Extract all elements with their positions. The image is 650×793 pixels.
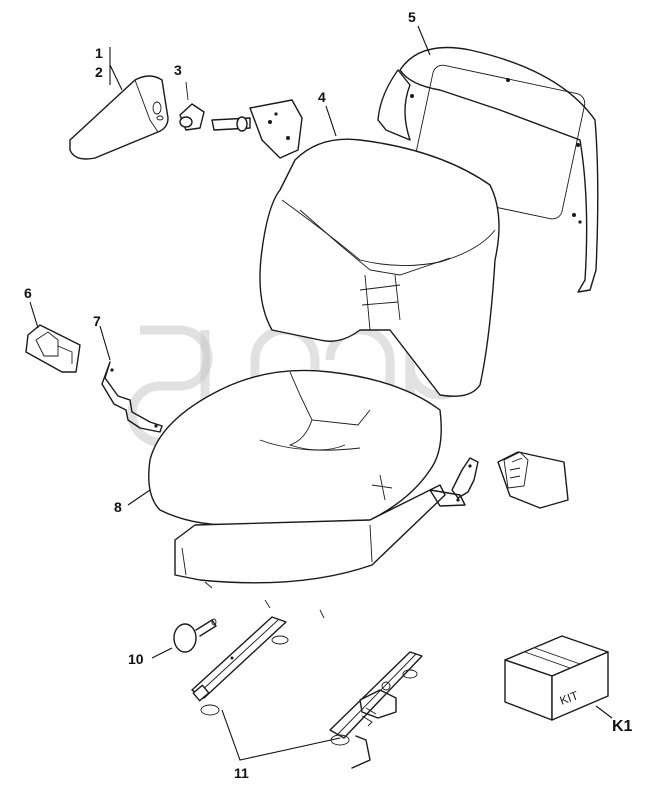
leader-6 (29, 301, 39, 329)
adjuster-knob-part[interactable] (173, 618, 217, 653)
leader-11 (221, 709, 341, 761)
callout-8: 8 (114, 499, 122, 515)
kit-box-part[interactable]: KIT (504, 635, 609, 721)
slide-rail-right-part[interactable] (329, 651, 423, 769)
callout-6: 6 (24, 285, 32, 301)
leader-7 (99, 325, 111, 361)
callout-1: 1 (95, 45, 103, 61)
seat-cushion-part[interactable] (148, 369, 442, 526)
leader-5 (417, 25, 431, 56)
seat-base-part[interactable] (174, 484, 466, 619)
kit-box-label: KIT (558, 688, 581, 708)
leader-1-2 (109, 47, 123, 91)
callout-k1: K1 (612, 718, 633, 735)
callout-3: 3 (174, 62, 182, 78)
callout-11: 11 (234, 765, 249, 781)
leader-8 (127, 489, 151, 506)
seatbelt-buckle-left-part[interactable] (25, 324, 81, 373)
right-buckle-bracket-part[interactable] (451, 457, 479, 499)
backrest-cushion-part[interactable] (259, 138, 500, 397)
seatbelt-buckle-right-part[interactable] (497, 451, 569, 509)
pivot-bracket-part[interactable] (211, 99, 303, 159)
buckle-bracket-part[interactable] (101, 361, 163, 433)
slide-rail-left-part[interactable] (191, 616, 289, 716)
armrest-part[interactable] (69, 75, 169, 160)
callout-10: 10 (128, 651, 144, 667)
leader-k1 (595, 705, 613, 719)
callout-2: 2 (95, 64, 103, 80)
leader-10 (151, 647, 173, 659)
callout-4: 4 (318, 89, 326, 105)
callout-5: 5 (408, 9, 416, 25)
pivot-knob-part[interactable] (179, 81, 205, 131)
callout-7: 7 (93, 313, 101, 329)
leader-4 (325, 105, 337, 137)
